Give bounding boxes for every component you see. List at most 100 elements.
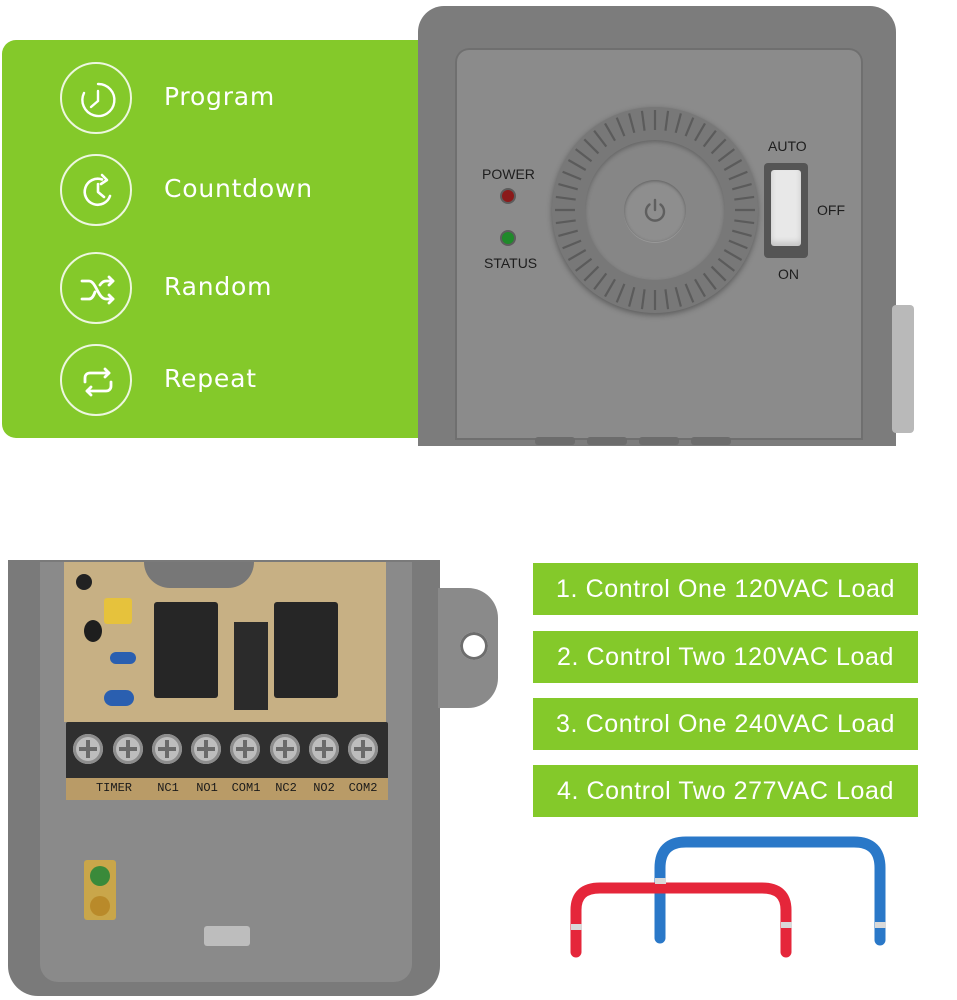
dial-ridge xyxy=(723,159,743,171)
terminal-screw[interactable] xyxy=(230,734,260,764)
dial-ridge xyxy=(593,129,608,148)
feature-label: Random xyxy=(164,272,273,301)
dial-ridge xyxy=(710,265,727,282)
dial-ridge xyxy=(731,183,752,191)
feature-program: Program xyxy=(60,62,460,138)
terminal-screw[interactable] xyxy=(348,734,378,764)
switch-auto-label: AUTO xyxy=(768,138,807,154)
capacitor xyxy=(110,652,136,664)
relay-2 xyxy=(274,602,338,698)
ground-screw[interactable] xyxy=(90,896,110,916)
terminal-screw[interactable] xyxy=(152,734,182,764)
terminal-label: TIMER xyxy=(95,781,132,795)
terminal-label: COM2 xyxy=(348,781,378,795)
dial-ridge xyxy=(604,122,616,142)
switch-off-label: OFF xyxy=(817,202,845,218)
terminal-screw[interactable] xyxy=(73,734,103,764)
dial-ridge xyxy=(583,138,600,155)
dial-gear xyxy=(144,562,254,588)
dial-ridge xyxy=(734,195,755,201)
dial-ridge xyxy=(717,257,736,272)
wire-ferrule xyxy=(655,878,666,884)
dial-ridge xyxy=(555,219,576,225)
dial-ridge xyxy=(604,278,616,298)
dial-ridge xyxy=(567,249,587,261)
switch-on-label: ON xyxy=(778,266,799,282)
relay-divider xyxy=(234,622,268,710)
dial-ridge xyxy=(593,272,608,291)
repeat-icon xyxy=(60,344,132,416)
dial-ridge xyxy=(574,257,593,272)
feature-label: Program xyxy=(164,82,276,111)
dial-ridges xyxy=(555,110,755,310)
terminal-labels: TIMER NC1 NO1 COM1 NC2 NO2 COM2 xyxy=(66,778,388,800)
shuffle-icon xyxy=(60,252,132,324)
dial-ridge xyxy=(684,117,695,137)
terminal-screw[interactable] xyxy=(113,734,143,764)
dial-ridge xyxy=(728,170,748,181)
wire-ferrule xyxy=(781,922,792,928)
feature-panel: Program Countdown Random xyxy=(2,40,472,438)
wire-ferrule xyxy=(571,924,582,930)
red-jumper-wire xyxy=(570,882,792,958)
dial-ridge xyxy=(684,283,695,303)
dial-ridge xyxy=(664,110,670,131)
feature-random: Random xyxy=(60,252,460,328)
dial-ridge xyxy=(583,265,600,282)
dial-ridge xyxy=(731,229,752,237)
feature-label: Countdown xyxy=(164,174,313,203)
terminal-label: NC1 xyxy=(157,781,179,795)
circuit-board xyxy=(64,562,386,722)
countdown-icon xyxy=(60,154,132,226)
capacitor xyxy=(104,690,134,706)
dial-ridge xyxy=(728,239,748,250)
power-label: POWER xyxy=(482,166,535,182)
wire-ferrule xyxy=(875,922,886,928)
terminal-label: NC2 xyxy=(275,781,297,795)
dial-ridge xyxy=(558,183,579,191)
blue-jumper-wire xyxy=(654,836,886,946)
power-icon xyxy=(644,198,666,222)
terminal-screw[interactable] xyxy=(191,734,221,764)
power-button[interactable] xyxy=(624,180,686,242)
dial-ridge xyxy=(555,195,576,201)
ground-screw[interactable] xyxy=(90,866,110,886)
power-led xyxy=(502,190,514,202)
dial-ridge xyxy=(562,239,582,250)
transformer xyxy=(104,598,132,624)
capacitor xyxy=(76,574,92,590)
dial-ridge xyxy=(628,113,636,134)
dial-ridge xyxy=(615,283,626,303)
status-led xyxy=(502,232,514,244)
terminal-label: NO2 xyxy=(313,781,335,795)
terminal-screw[interactable] xyxy=(309,734,339,764)
terminal-label: NO1 xyxy=(196,781,218,795)
terminal-block xyxy=(66,722,388,780)
dial-ridge xyxy=(694,278,706,298)
dial-ridge xyxy=(567,159,587,171)
load-option-2: 2. Control Two 120VAC Load xyxy=(533,631,918,683)
dial-ridge xyxy=(674,113,682,134)
mode-switch[interactable] xyxy=(771,170,801,246)
bottom-clip xyxy=(204,926,250,946)
dial-ridge xyxy=(710,138,727,155)
relay-1 xyxy=(154,602,218,698)
dial-ridge xyxy=(615,117,626,137)
jumper-wires xyxy=(570,836,886,958)
dial-ridge xyxy=(640,289,646,310)
terminal-label: COM1 xyxy=(231,781,261,795)
dial-ridge xyxy=(674,286,682,307)
feature-countdown: Countdown xyxy=(60,154,460,230)
mounting-hole xyxy=(460,632,488,660)
load-option-3: 3. Control One 240VAC Load xyxy=(533,698,918,750)
feature-label: Repeat xyxy=(164,364,257,393)
dial-ridge xyxy=(574,148,593,163)
load-option-1: 1. Control One 120VAC Load xyxy=(533,563,918,615)
vent-slots xyxy=(535,430,785,445)
dial-ridge xyxy=(558,229,579,237)
dial-ridge xyxy=(640,110,646,131)
dial-ridge xyxy=(562,170,582,181)
dial-ridge xyxy=(734,219,755,225)
dial-ridge xyxy=(723,249,743,261)
terminal-screw[interactable] xyxy=(270,734,300,764)
